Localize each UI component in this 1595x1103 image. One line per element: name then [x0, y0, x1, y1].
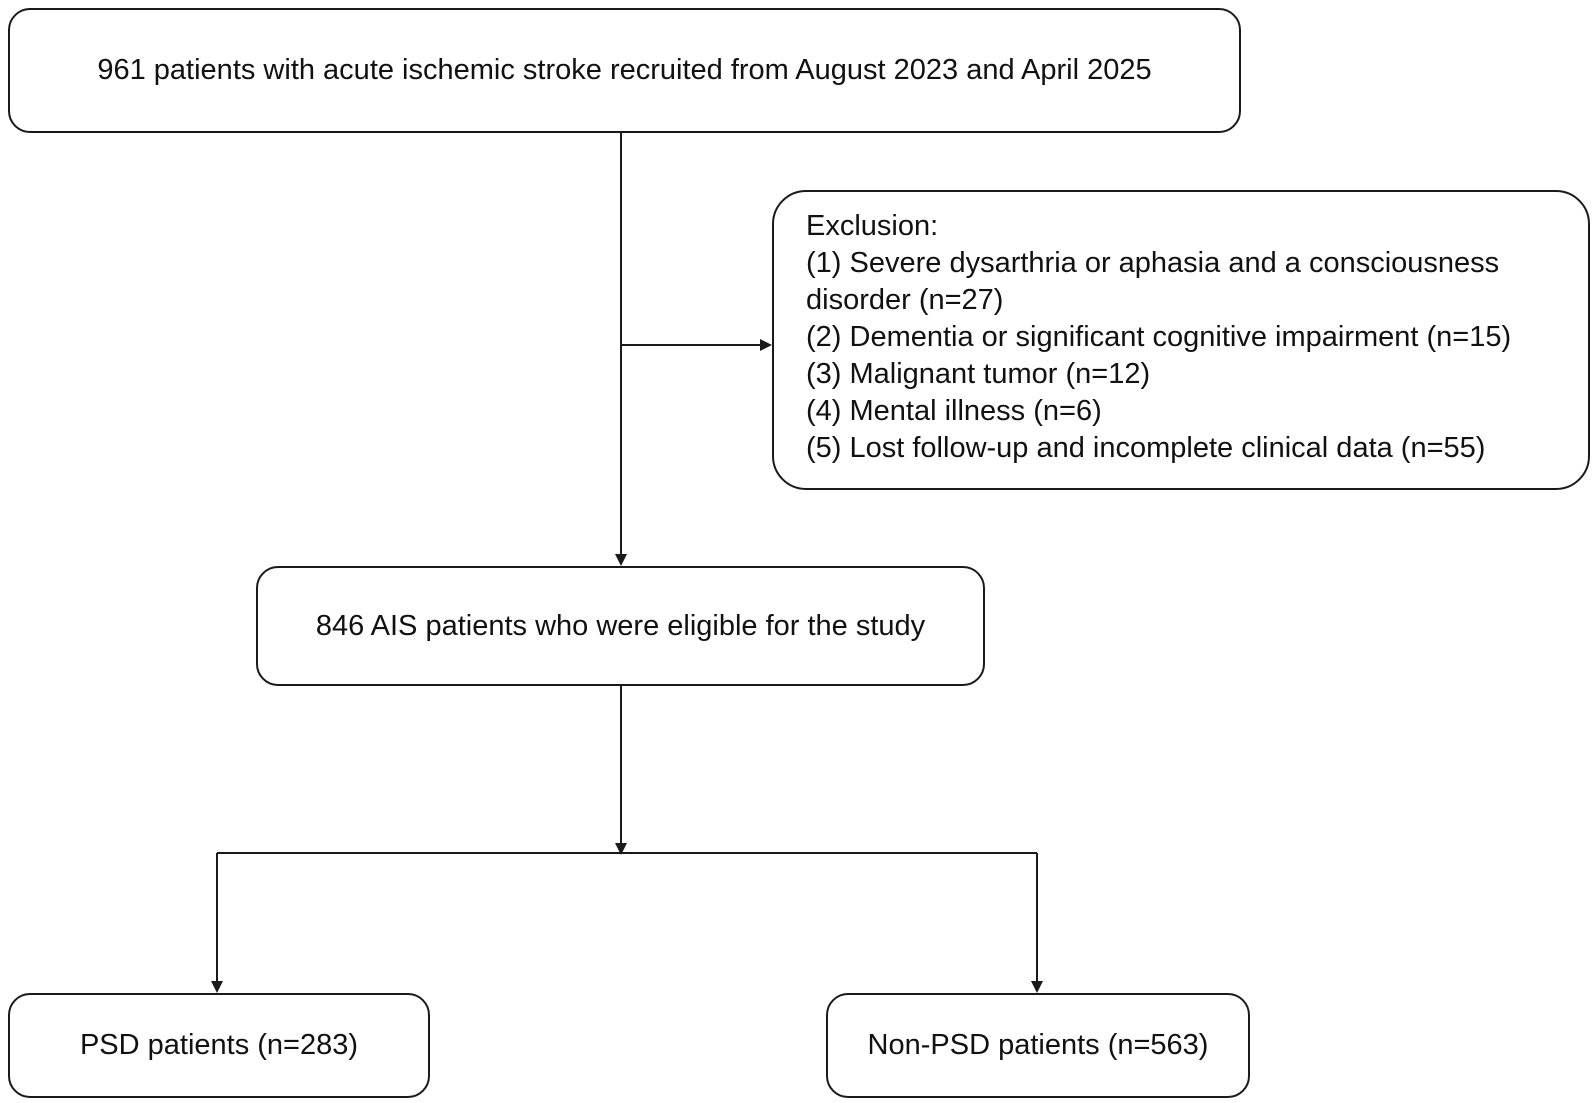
exclusion-line: (2) Dementia or significant cognitive im… [806, 321, 1512, 353]
exclusion-line: (3) Malignant tumor (n=12) [806, 358, 1151, 390]
exclusion-line: (1) Severe dysarthria or aphasia and a c… [806, 247, 1500, 279]
eligible-box: 846 AIS patients who were eligible for t… [256, 566, 985, 686]
psd-box: PSD patients (n=283) [8, 993, 430, 1098]
exclusion-line: (5) Lost follow-up and incomplete clinic… [806, 432, 1486, 464]
psd-text: PSD patients (n=283) [79, 1029, 359, 1061]
exclusion-heading: Exclusion: [806, 210, 939, 242]
exclusion-list: Exclusion: (1) Severe dysarthria or apha… [806, 208, 1511, 467]
recruited-box: 961 patients with acute ischemic stroke … [8, 8, 1241, 133]
exclusion-box: Exclusion: (1) Severe dysarthria or apha… [772, 190, 1590, 490]
recruited-text: 961 patients with acute ischemic stroke … [97, 54, 1152, 86]
non-psd-text: Non-PSD patients (n=563) [867, 1029, 1209, 1061]
non-psd-box: Non-PSD patients (n=563) [826, 993, 1250, 1098]
exclusion-line: disorder (n=27) [806, 284, 1004, 316]
exclusion-line: (4) Mental illness (n=6) [806, 395, 1102, 427]
eligible-text: 846 AIS patients who were eligible for t… [315, 609, 926, 642]
